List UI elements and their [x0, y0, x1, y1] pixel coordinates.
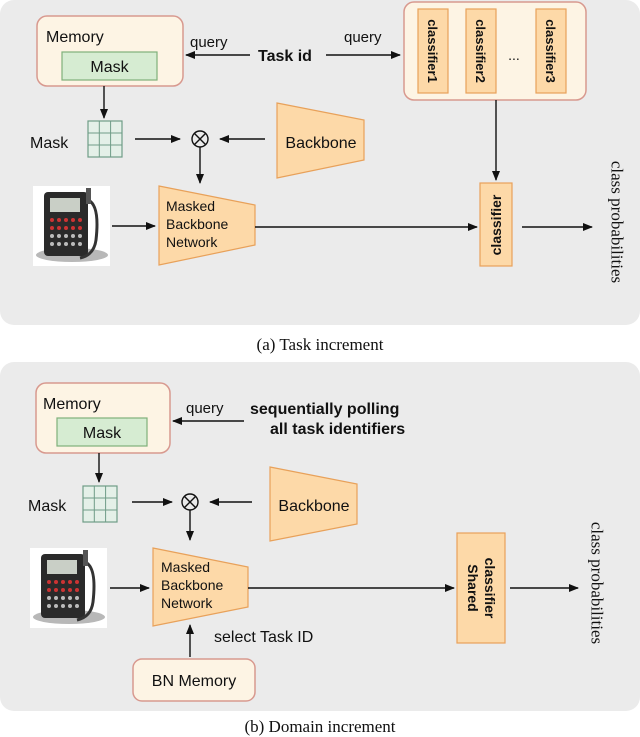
- shared-line2: classifier: [482, 558, 498, 619]
- classifier-box: [479, 182, 513, 267]
- mask-grid-icon: [87, 120, 123, 158]
- class-probabilities-label: class probabilities: [608, 161, 627, 283]
- caption-task-increment: (a) Task increment: [257, 335, 384, 354]
- query-left-label: query: [190, 34, 228, 51]
- polling-line2: all task identifiers: [270, 421, 405, 438]
- mask-text: Mask: [30, 135, 69, 152]
- mask-box-label-b: Mask: [83, 425, 122, 442]
- multiply-icon: [191, 130, 209, 148]
- panel-domain-increment: Memory Mask query sequentially polling a…: [0, 362, 640, 711]
- masked-line2: Backbone: [166, 216, 228, 232]
- classifier1-label: classifier1: [425, 19, 440, 83]
- task-id-label: Task id: [258, 48, 312, 65]
- caption-domain-increment: (b) Domain increment: [244, 717, 395, 736]
- backbone-label: Backbone: [285, 135, 356, 152]
- select-task-id-label: select Task ID: [214, 629, 313, 646]
- polling-line1: sequentially polling: [250, 401, 399, 418]
- input-image-calculator-b: [30, 548, 107, 628]
- memory-title: Memory: [46, 29, 104, 46]
- classifier-ellipsis: ...: [508, 47, 520, 63]
- query-label-b: query: [186, 400, 224, 417]
- bn-memory-box: [132, 658, 256, 702]
- classifier3-label: classifier3: [543, 19, 558, 83]
- input-image-calculator: [33, 186, 110, 266]
- bn-memory-label: BN Memory: [152, 673, 236, 690]
- mask-box-b: [56, 417, 148, 447]
- panel-task-increment: Memory Mask query Task id query classifi…: [0, 0, 640, 325]
- shared-classifier-box: [456, 532, 506, 644]
- mask-box: [61, 51, 158, 81]
- classifier1-box: [417, 8, 449, 94]
- mask-grid-icon-b: [82, 485, 118, 523]
- shared-line1: Shared: [465, 564, 481, 611]
- masked-backbone-shape-b: [152, 547, 249, 627]
- classifier2-box: [465, 8, 497, 94]
- classifier3-box: [535, 8, 567, 94]
- query-right-label: query: [344, 29, 382, 46]
- backbone-label-b: Backbone: [278, 498, 349, 515]
- classifier-label: classifier: [488, 194, 504, 255]
- masked-line3: Network: [166, 234, 218, 250]
- mask-text-b: Mask: [28, 498, 67, 515]
- backbone-shape-b: [269, 466, 358, 542]
- backbone-shape: [276, 102, 365, 179]
- class-probabilities-label-b: class probabilities: [588, 522, 607, 644]
- classifier2-label: classifier2: [473, 19, 488, 83]
- masked-line3-b: Network: [161, 595, 213, 611]
- masked-line1: Masked: [166, 198, 215, 214]
- masked-line2-b: Backbone: [161, 577, 223, 593]
- masked-backbone-shape: [158, 185, 256, 266]
- mask-box-label: Mask: [90, 59, 129, 76]
- masked-line1-b: Masked: [161, 559, 210, 575]
- memory-title-b: Memory: [43, 396, 101, 413]
